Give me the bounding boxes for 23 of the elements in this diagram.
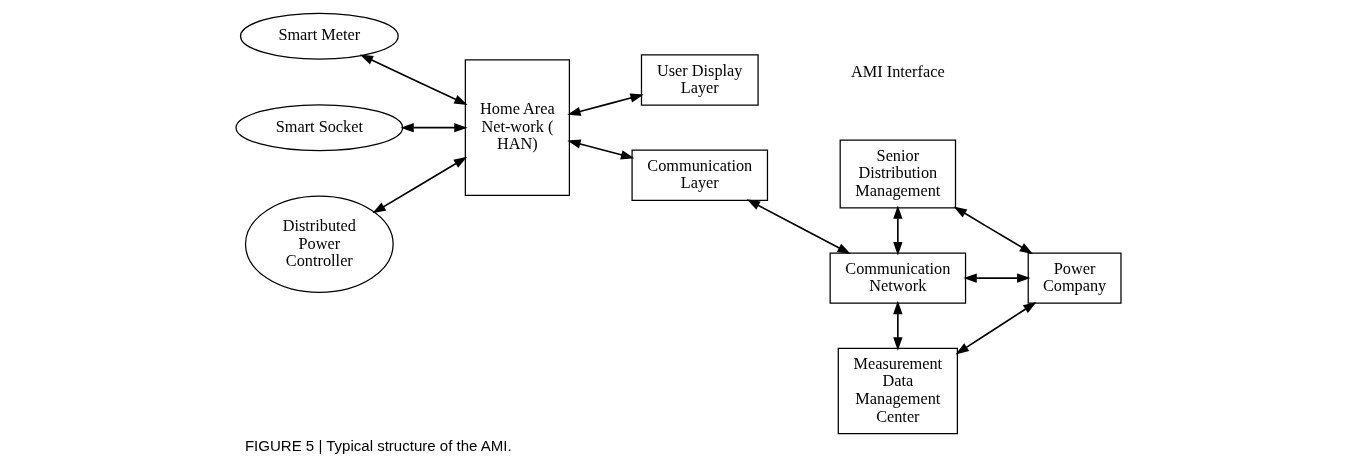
arrow <box>953 206 1033 254</box>
arrow <box>892 205 902 256</box>
arrow <box>955 301 1037 355</box>
node-box: Power Company <box>1027 252 1122 304</box>
node-box: Measurement Data Management Center <box>837 347 958 435</box>
caption: FIGURE 5 | Typical structure of the AMI. <box>244 436 512 454</box>
label: AMI Interface <box>850 61 945 81</box>
arrow <box>399 123 468 133</box>
node-ellipse: Smart Meter <box>239 12 399 60</box>
arrow <box>746 199 851 254</box>
arrow <box>892 300 902 351</box>
arrow <box>566 139 634 160</box>
node-box: Communication Network <box>829 252 966 304</box>
node-box: User Display Layer <box>640 54 759 106</box>
node-box: Senior Distribution Management <box>839 139 956 209</box>
node-ellipse: Distributed Power Controller <box>244 195 394 293</box>
node-ellipse: Smart Socket <box>234 104 403 152</box>
arrow <box>566 93 644 116</box>
arrow <box>359 54 468 105</box>
node-box: Home Area Net-work ( HAN) <box>464 59 570 196</box>
arrow <box>371 156 467 214</box>
node-box: Communication Layer <box>630 149 768 201</box>
arrow <box>963 273 1030 283</box>
